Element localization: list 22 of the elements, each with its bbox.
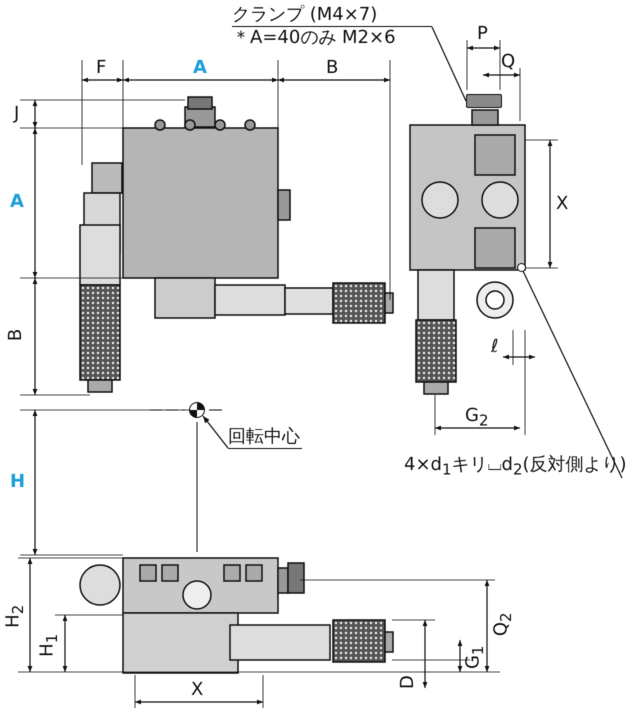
callout-text: クランプ (M4×7) <box>232 4 432 27</box>
dimension-label: X <box>556 194 568 214</box>
dimension-label: B <box>326 58 338 78</box>
dimension-label: G$_{2}$ <box>465 406 488 431</box>
dimension-label: X <box>191 680 204 700</box>
dimension-label: B <box>6 328 26 342</box>
dimension-label: A <box>193 58 207 78</box>
leader-line <box>522 270 623 478</box>
leader-line <box>431 26 467 102</box>
dimension-label: J <box>14 104 20 124</box>
dimension-label: D <box>398 675 418 689</box>
dimension-label: F <box>96 58 106 78</box>
callout-text: 回転中心 <box>228 426 302 449</box>
dimension-label: P <box>477 24 488 44</box>
dimension-label: H <box>10 472 26 492</box>
dimension-label: ℓ <box>491 337 498 357</box>
clamp-knob <box>466 94 502 108</box>
callout-text: ＊A=40のみ M2×6 <box>232 27 397 49</box>
rotation-center-mark <box>189 402 205 418</box>
leader-line <box>202 416 228 448</box>
dimension-label: Q <box>501 52 516 72</box>
dimension-label: A <box>10 192 24 212</box>
